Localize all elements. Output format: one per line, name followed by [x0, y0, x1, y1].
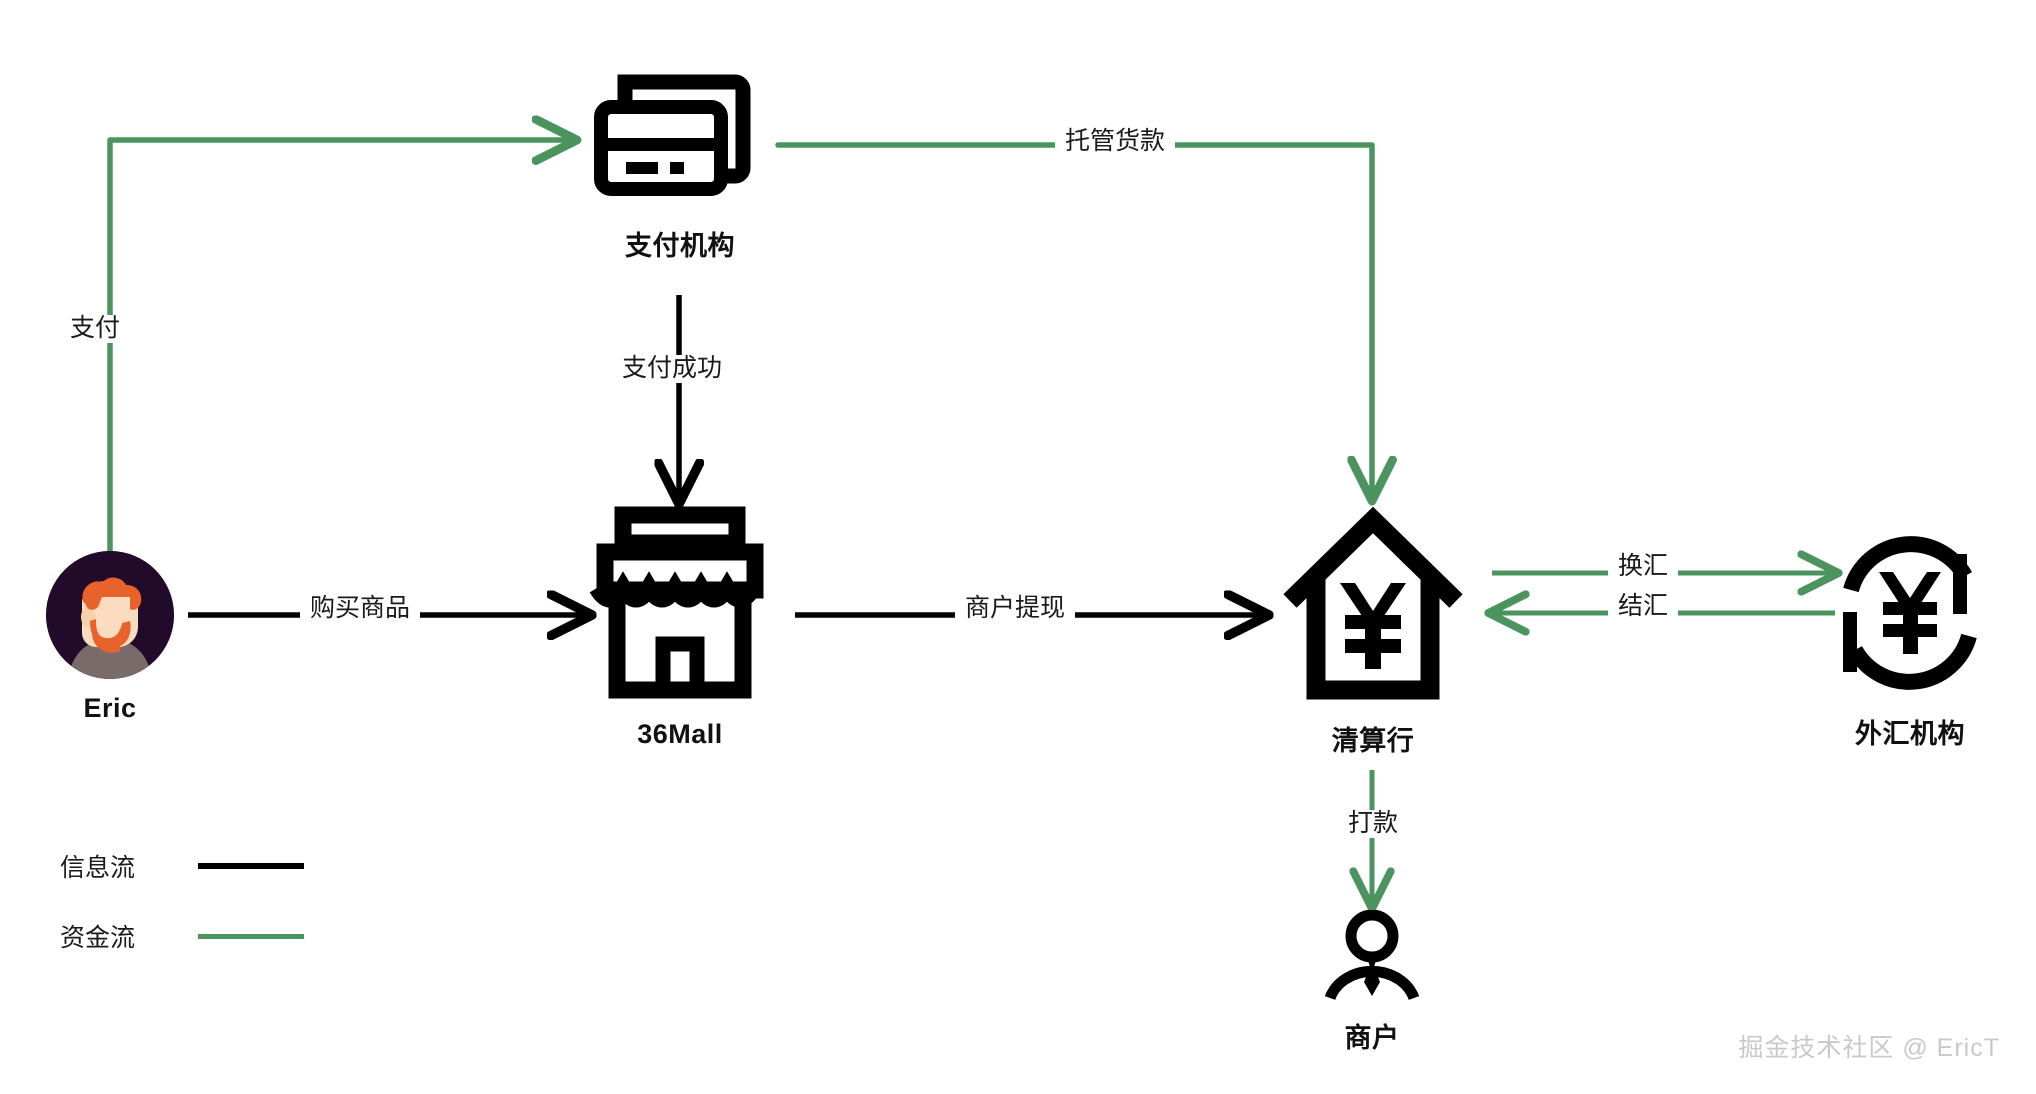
node-label-forex: 外汇机构 [1855, 719, 1965, 749]
edge-label-settle: 结汇 [1608, 592, 1679, 621]
node-bank[interactable]: 清算行 [1278, 505, 1468, 758]
node-merchant[interactable]: 商户 [1310, 910, 1434, 1055]
edge-label-exchange: 换汇 [1608, 552, 1679, 581]
edge-label-pay: 支付 [60, 314, 131, 343]
user-avatar-icon [46, 551, 174, 679]
node-user[interactable]: Eric [46, 551, 174, 724]
legend-item-money-flow: 资金流 [60, 918, 304, 954]
legend: 信息流 资金流 [60, 848, 304, 954]
node-mall[interactable]: 36Mall [585, 505, 775, 750]
node-label-payment: 支付机构 [625, 231, 735, 261]
node-payment[interactable]: 支付机构 [585, 60, 775, 263]
edge-label-pay-success: 支付成功 [612, 354, 733, 383]
edge-escrow [775, 142, 1372, 497]
currency-exchange-icon [1825, 528, 1995, 698]
person-tie-icon [1310, 910, 1434, 1002]
node-label-bank: 清算行 [1331, 726, 1415, 756]
edge-label-remit: 打款 [1338, 809, 1409, 838]
legend-swatch-information-flow [198, 863, 304, 869]
bank-house-yuan-icon [1278, 505, 1468, 705]
legend-label-information-flow: 信息流 [60, 854, 136, 882]
edge-label-buy-goods: 购买商品 [300, 594, 421, 623]
node-label-merchant: 商户 [1344, 1023, 1400, 1053]
watermark: 掘金技术社区 @ EricT [1738, 1034, 2000, 1062]
edge-label-merchant-withdraw: 商户提现 [955, 594, 1076, 623]
edge-label-escrow: 托管货款 [1055, 127, 1176, 156]
legend-item-information-flow: 信息流 [60, 848, 304, 884]
node-label-mall: 36Mall [637, 719, 723, 749]
node-label-user: Eric [83, 693, 137, 723]
credit-cards-icon [588, 60, 773, 210]
avatar [46, 551, 174, 679]
node-forex[interactable]: 外汇机构 [1820, 528, 2000, 751]
legend-label-money-flow: 资金流 [60, 924, 136, 952]
edge-pay [107, 140, 573, 578]
storefront-icon [585, 505, 775, 705]
legend-swatch-money-flow [198, 933, 304, 939]
